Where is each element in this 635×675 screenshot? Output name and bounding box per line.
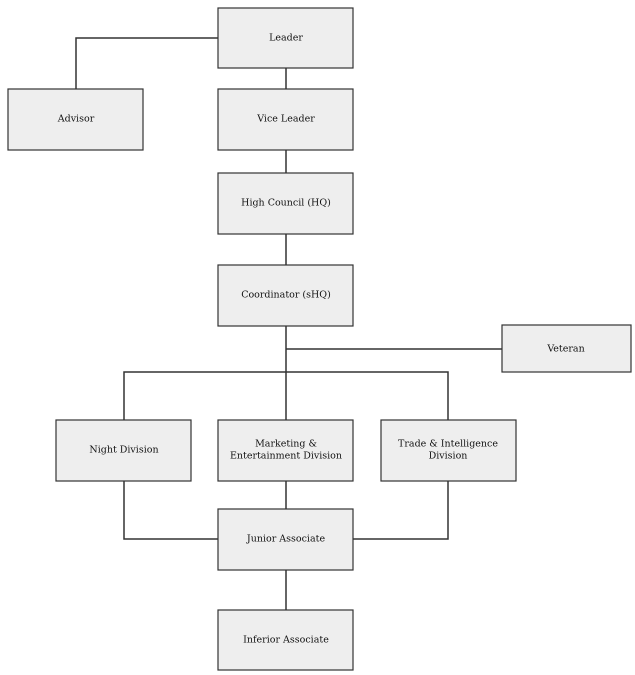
node-advisor: Advisor [7,88,144,151]
connectors [75,37,502,610]
node-vice-leader-label: Vice Leader [256,114,315,125]
node-night-division-label: Night Division [89,445,158,456]
node-marketing-division: Marketing & Entertainment Division [217,419,354,482]
node-leader-label: Leader [269,33,303,44]
connector-trade-junior [353,481,449,540]
connector-night-junior [123,481,218,540]
node-marketing-label-line2: Entertainment Division [230,451,342,462]
node-inferior-associate: Inferior Associate [217,609,354,671]
node-veteran-label: Veteran [546,344,584,355]
node-veteran: Veteran [501,324,632,373]
node-inferior-associate-label: Inferior Associate [243,635,329,646]
node-junior-associate: Junior Associate [217,508,354,571]
node-trade-division: Trade & Intelligence Division [380,419,517,482]
connector-leader-advisor [75,37,218,89]
node-night-division: Night Division [55,419,192,482]
node-coordinator-label: Coordinator (sHQ) [241,290,331,301]
node-marketing-label-line1: Marketing & [255,439,317,450]
node-leader: Leader [217,7,354,69]
node-coordinator: Coordinator (sHQ) [217,264,354,327]
node-trade-label-line1: Trade & Intelligence [398,439,498,450]
node-high-council: High Council (HQ) [217,172,354,235]
node-junior-associate-label: Junior Associate [246,534,326,545]
node-advisor-label: Advisor [57,114,95,125]
node-trade-label-line2: Division [429,451,468,462]
node-vice-leader: Vice Leader [217,88,354,151]
node-high-council-label: High Council (HQ) [241,198,331,209]
connector-division-bus [123,371,449,420]
